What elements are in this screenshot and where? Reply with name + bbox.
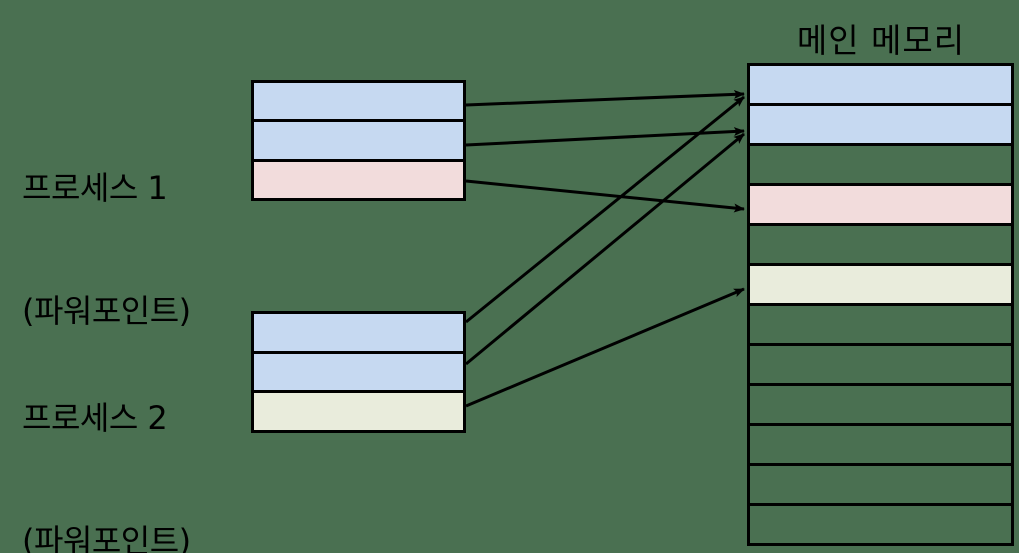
- process-1-memory-block: [251, 80, 466, 201]
- memory-frame-row-12: [750, 506, 1011, 543]
- process-1-frame-row-2: [254, 122, 463, 162]
- process-2-label: 프로세스 2 (파워포인트): [22, 316, 191, 553]
- mapping-arrow-map-p1r2: [465, 127, 745, 147]
- mapping-arrow-map-p2r1: [465, 95, 745, 324]
- process-2-frame-row-2: [254, 353, 463, 394]
- memory-frame-row-10: [750, 426, 1011, 466]
- memory-frame-row-8: [750, 346, 1011, 386]
- memory-frame-row-6: [750, 266, 1011, 306]
- process-2-app: (파워포인트): [22, 521, 191, 553]
- process-1-label: 프로세스 1 (파워포인트): [22, 86, 191, 414]
- memory-frame-row-4: [750, 186, 1011, 226]
- memory-frame-row-11: [750, 466, 1011, 506]
- mapping-arrow-map-p2r3: [465, 287, 745, 408]
- mapping-arrow-map-p1r3: [465, 179, 745, 213]
- memory-frame-row-3: [750, 146, 1011, 186]
- memory-frame-row-5: [750, 226, 1011, 266]
- process-1-app: (파워포인트): [22, 291, 191, 330]
- memory-frame-row-9: [750, 386, 1011, 426]
- process-1-frame-row-3: [254, 161, 463, 198]
- process-1-frame-row-1: [254, 83, 463, 123]
- process-2-name: 프로세스 2: [22, 398, 168, 437]
- memory-frame-row-2: [750, 106, 1011, 146]
- memory-frame-row-7: [750, 306, 1011, 346]
- mapping-arrow-map-p2r2: [465, 132, 745, 366]
- process-1-name: 프로세스 1: [22, 168, 168, 207]
- process-2-frame-row-3: [254, 393, 463, 431]
- memory-frame-row-1: [750, 66, 1011, 106]
- process-2-memory-block: [251, 311, 466, 433]
- mapping-arrow-map-p1r1: [465, 89, 745, 107]
- main-memory-title: 메인 메모리: [796, 21, 966, 60]
- main-memory-block: [747, 63, 1014, 546]
- process-2-frame-row-1: [254, 314, 463, 354]
